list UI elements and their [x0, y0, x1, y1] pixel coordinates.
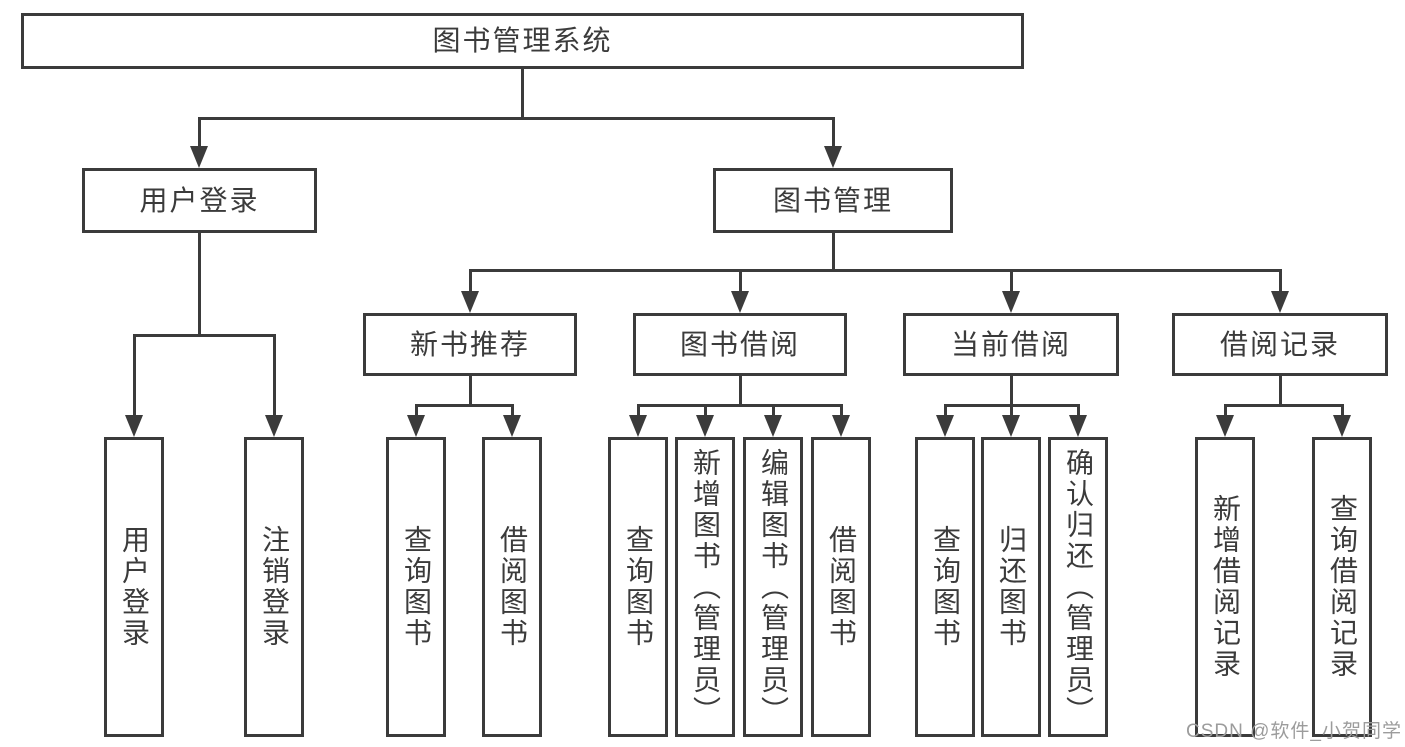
node-borrowing-records: 借阅记录: [1172, 313, 1388, 376]
connector-user-split: [132, 334, 276, 337]
connector-mgmt-trunk: [831, 233, 835, 272]
node-root: 图书管理系统: [21, 13, 1024, 69]
arrow-down-icon: [824, 146, 842, 168]
node-book-management: 图书管理: [713, 168, 953, 233]
arrow-down-icon: [1216, 415, 1234, 437]
arrow-down-icon: [629, 415, 647, 437]
connector-mgmt-split: [468, 269, 1282, 272]
arrow-down-icon: [265, 415, 283, 437]
connector-trunk: [1009, 376, 1013, 407]
connector-user-trunk: [197, 233, 201, 337]
connector-root-trunk: [520, 69, 524, 119]
connector-line: [510, 404, 514, 416]
leaf-logout: 注销登录: [244, 437, 304, 737]
connector-root-split: [197, 117, 835, 120]
connector-line: [414, 404, 418, 416]
arrow-down-icon: [764, 415, 782, 437]
arrow-down-icon: [832, 415, 850, 437]
watermark: CSDN @软件_小贺同学: [1186, 721, 1402, 742]
leaf-borrow-books: 借阅图书: [811, 437, 871, 737]
arrow-down-icon: [1333, 415, 1351, 437]
node-new-book-recommend: 新书推荐: [363, 313, 577, 376]
connector-split: [1223, 404, 1344, 407]
connector-split: [414, 404, 514, 407]
arrow-down-icon: [1271, 291, 1289, 313]
arrow-down-icon: [1069, 415, 1087, 437]
connector-line: [771, 404, 775, 416]
connector-trunk: [1278, 376, 1282, 407]
arrow-down-icon: [125, 415, 143, 437]
connector-line: [636, 404, 640, 416]
connector-line: [943, 404, 947, 416]
connector-line: [197, 117, 201, 147]
arrow-down-icon: [1002, 415, 1020, 437]
connector-split: [636, 404, 843, 407]
leaf-edit-book-admin: 编辑图书（管理员）: [743, 437, 803, 737]
leaf-confirm-return-admin: 确认归还（管理员）: [1048, 437, 1108, 737]
connector-line: [272, 334, 276, 416]
leaf-return-books: 归还图书: [981, 437, 1041, 737]
arrow-down-icon: [461, 291, 479, 313]
leaf-query-books-current: 查询图书: [915, 437, 975, 737]
leaf-user-login: 用户登录: [104, 437, 164, 737]
arrow-down-icon: [503, 415, 521, 437]
leaf-add-book-admin: 新增图书（管理员）: [675, 437, 735, 737]
connector-line: [831, 117, 835, 147]
connector-trunk: [468, 376, 472, 407]
arrow-down-icon: [696, 415, 714, 437]
connector-line: [738, 269, 742, 293]
leaf-borrow-books-recommend: 借阅图书: [482, 437, 542, 737]
arrow-down-icon: [731, 291, 749, 313]
connector-line: [1278, 269, 1282, 293]
connector-line: [1340, 404, 1344, 416]
connector-trunk: [738, 376, 742, 407]
connector-line: [1009, 404, 1013, 416]
arrow-down-icon: [1002, 291, 1020, 313]
connector-line: [1009, 269, 1013, 293]
arrow-down-icon: [936, 415, 954, 437]
connector-line: [132, 334, 136, 416]
arrow-down-icon: [190, 146, 208, 168]
leaf-query-books-borrow: 查询图书: [608, 437, 668, 737]
node-user-login: 用户登录: [82, 168, 317, 233]
leaf-query-borrow-record: 查询借阅记录: [1312, 437, 1372, 737]
node-book-borrowing: 图书借阅: [633, 313, 847, 376]
arrow-down-icon: [407, 415, 425, 437]
node-current-borrowing: 当前借阅: [903, 313, 1119, 376]
connector-line: [839, 404, 843, 416]
leaf-add-borrow-record: 新增借阅记录: [1195, 437, 1255, 737]
connector-line: [468, 269, 472, 293]
leaf-query-books-recommend: 查询图书: [386, 437, 446, 737]
connector-line: [1223, 404, 1227, 416]
connector-line: [703, 404, 707, 416]
connector-line: [1076, 404, 1080, 416]
